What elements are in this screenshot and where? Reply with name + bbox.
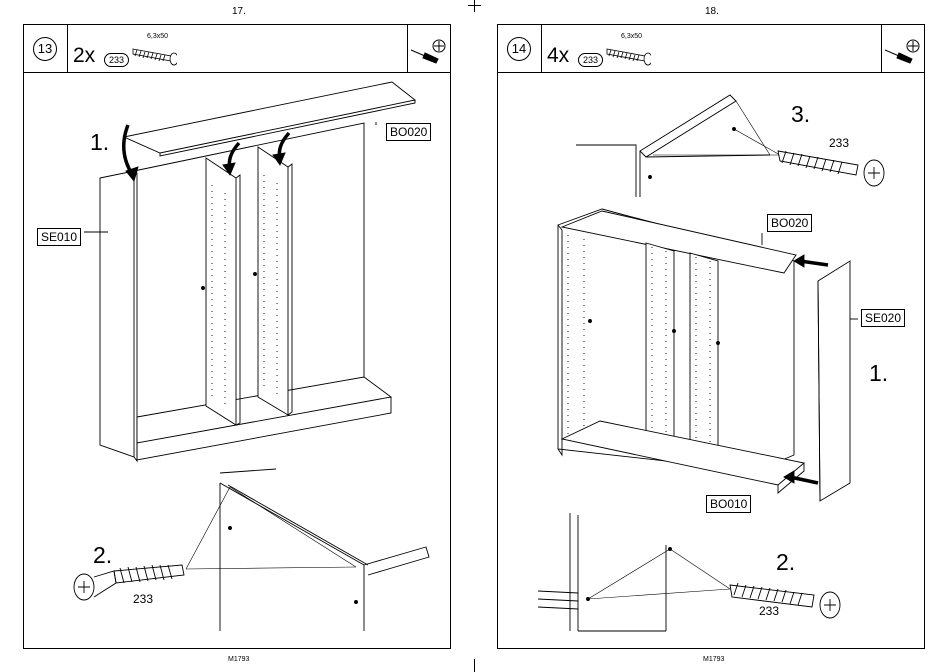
instruction-page-left: 13 2x 233 6,3x50	[23, 24, 451, 649]
fold-mark-bottom	[474, 659, 475, 672]
instruction-page-right: 14 4x 233 6,3x50	[497, 24, 925, 649]
label-top-panel: BO020	[386, 123, 431, 141]
screw-icon	[730, 583, 840, 618]
callout-step-two: 2.	[93, 542, 112, 569]
page-number-left: 17.	[232, 6, 246, 17]
label-bottom-panel: BO010	[706, 495, 751, 513]
cabinet-assembly-drawing	[24, 25, 452, 650]
callout-screw-part-b: 233	[759, 604, 779, 618]
callout-step-one: 1.	[869, 360, 888, 387]
screw-icon	[74, 565, 184, 600]
callout-screw-part: 233	[133, 592, 153, 606]
label-side-panel: SE020	[861, 309, 905, 327]
callout-step-two: 2.	[776, 549, 795, 576]
callout-step-three: 3.	[791, 101, 810, 128]
fold-mark-top	[474, 0, 475, 12]
doc-code-left: M1793	[228, 656, 249, 663]
fold-mark-top-cross	[468, 5, 481, 6]
screw-icon	[778, 151, 884, 186]
label-top-panel: BO020	[767, 214, 812, 232]
doc-code-right: M1793	[703, 656, 724, 663]
callout-screw-part-a: 233	[829, 136, 849, 150]
callout-step-one: 1.	[90, 129, 109, 156]
page-number-right: 18.	[705, 6, 719, 17]
cabinet-assembly-drawing	[498, 25, 926, 650]
label-side-panel: SE010	[37, 228, 81, 246]
